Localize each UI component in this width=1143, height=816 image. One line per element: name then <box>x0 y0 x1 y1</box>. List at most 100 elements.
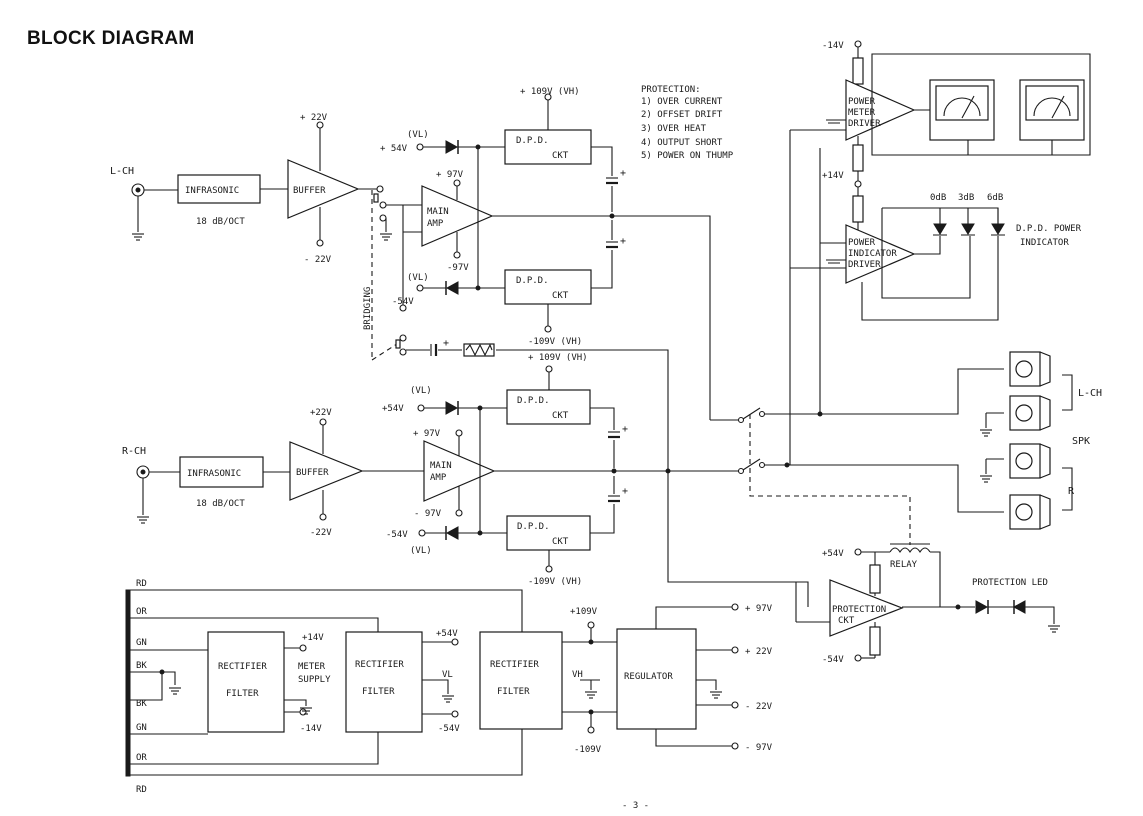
svg-text:-22V: -22V <box>310 528 332 538</box>
svg-text:(VL): (VL) <box>410 386 432 396</box>
svg-text:+: + <box>622 486 628 497</box>
svg-text:MAIN: MAIN <box>430 461 452 471</box>
svg-text:DRIVER: DRIVER <box>848 119 881 129</box>
svg-text:+22V: +22V <box>310 408 332 418</box>
svg-text:OR: OR <box>136 753 147 763</box>
svg-text:SUPPLY: SUPPLY <box>298 675 331 685</box>
dpd-circuit-l-lower <box>504 269 592 305</box>
dpd-circuit-r-upper <box>506 389 591 425</box>
svg-text:RECTIFIER: RECTIFIER <box>218 662 267 672</box>
svg-text:-54V: -54V <box>386 530 408 540</box>
svg-text:METER: METER <box>298 662 326 672</box>
svg-text:POWER: POWER <box>848 97 876 107</box>
svg-text:-14V: -14V <box>822 41 844 51</box>
svg-text:INFRASONIC: INFRASONIC <box>187 469 241 479</box>
svg-text:CKT: CKT <box>838 616 855 626</box>
svg-text:+ 97V: + 97V <box>745 604 773 614</box>
bridging-label: BRIDGING <box>363 287 373 330</box>
r-ch-label: R-CH <box>122 446 146 457</box>
dpd-circuit-l-upper <box>504 129 592 165</box>
resistor-symbol <box>869 626 881 656</box>
svg-text:+ 109V (VH): + 109V (VH) <box>528 353 588 363</box>
svg-text:+14V: +14V <box>822 171 844 181</box>
svg-text:-109V: -109V <box>574 745 602 755</box>
svg-text:-109V (VH): -109V (VH) <box>528 337 582 347</box>
svg-text:-97V: -97V <box>447 263 469 273</box>
svg-text:3dB: 3dB <box>958 193 974 203</box>
level-meter-l <box>929 79 995 141</box>
svg-text:GN: GN <box>136 638 147 648</box>
svg-text:BK: BK <box>136 699 147 709</box>
svg-text:AMP: AMP <box>430 473 447 483</box>
svg-text:-54V: -54V <box>438 724 460 734</box>
rectifier-vl <box>345 631 423 733</box>
svg-text:R: R <box>1068 486 1075 497</box>
transformer-core <box>125 589 131 777</box>
svg-text:(VL): (VL) <box>410 546 432 556</box>
power-indicator-driver <box>845 224 916 284</box>
protection-item: 2) OFFSET DRIFT <box>641 110 723 120</box>
led-3db <box>961 223 975 235</box>
svg-text:BUFFER: BUFFER <box>296 468 329 478</box>
svg-text:(VL): (VL) <box>407 130 429 140</box>
ground-symbol <box>131 233 145 241</box>
voltage-label: - 22V <box>304 255 332 265</box>
protection-item: 4) OUTPUT SHORT <box>641 138 723 148</box>
resistor-symbol <box>869 564 881 594</box>
svg-text:+54V: +54V <box>822 549 844 559</box>
buffer-label: BUFFER <box>293 186 326 196</box>
svg-text:-54V: -54V <box>822 655 844 665</box>
svg-text:-54V: -54V <box>392 297 414 307</box>
svg-text:- 97V: - 97V <box>745 743 773 753</box>
svg-text:POWER: POWER <box>848 238 876 248</box>
resistor-symbol <box>852 144 864 172</box>
voltage-label: + 22V <box>300 113 328 123</box>
power-supply-section: RD OR GN BK BK GN OR RD RECTIFIER FILTER… <box>125 579 773 795</box>
svg-text:VH: VH <box>572 670 583 680</box>
resistor-symbol <box>852 57 864 85</box>
svg-text:REGULATOR: REGULATOR <box>624 672 673 682</box>
svg-text:0dB: 0dB <box>930 193 946 203</box>
protection-item: 3) OVER HEAT <box>641 124 707 134</box>
speaker-terminal <box>1009 443 1051 479</box>
svg-text:FILTER: FILTER <box>362 687 395 697</box>
svg-text:D.P.D.: D.P.D. <box>516 276 549 286</box>
svg-text:RD: RD <box>136 579 147 589</box>
infrasonic-filter-l <box>177 174 261 204</box>
svg-text:SPK: SPK <box>1072 436 1090 447</box>
svg-text:AMP: AMP <box>427 219 444 229</box>
svg-text:D.P.D.: D.P.D. <box>517 396 550 406</box>
page-title: BLOCK DIAGRAM <box>27 28 195 49</box>
slope-label: 18 dB/OCT <box>196 217 245 227</box>
svg-text:-109V (VH): -109V (VH) <box>528 577 582 587</box>
infrasonic-filter-r <box>179 456 264 488</box>
svg-text:+109V: +109V <box>570 607 598 617</box>
infrasonic-label: INFRASONIC <box>185 186 239 196</box>
svg-text:GN: GN <box>136 723 147 733</box>
svg-text:D.P.D. POWER: D.P.D. POWER <box>1016 224 1082 234</box>
protection-circuit: +54V RELAY PROTECTION CKT -54V PROTECTIO… <box>795 543 1061 665</box>
svg-text:CKT: CKT <box>552 151 569 161</box>
svg-text:(VL): (VL) <box>407 273 429 283</box>
svg-text:6dB: 6dB <box>987 193 1003 203</box>
svg-text:RELAY: RELAY <box>890 560 918 570</box>
svg-text:MAIN: MAIN <box>427 207 449 217</box>
buffer-amp-l <box>287 159 360 219</box>
svg-text:+ 22V: + 22V <box>745 647 773 657</box>
svg-text:-14V: -14V <box>300 724 322 734</box>
svg-text:CKT: CKT <box>552 291 569 301</box>
protection-item: 5) POWER ON THUMP <box>641 151 734 161</box>
svg-text:+: + <box>620 236 626 247</box>
protection-ckt <box>829 579 904 637</box>
svg-text:+ 54V: + 54V <box>380 144 408 154</box>
svg-text:RD: RD <box>136 785 147 795</box>
speaker-terminal <box>1009 395 1051 431</box>
svg-text:PROTECTION LED: PROTECTION LED <box>972 578 1048 588</box>
svg-text:INDICATOR: INDICATOR <box>1020 238 1069 248</box>
power-meter-section: -14V POWER METER DRIVER +14V POWER INDIC… <box>789 40 1091 465</box>
r-ch-channel: R-CH INFRASONIC 18 dB/OCT BUFFER +22V -2… <box>122 353 809 607</box>
svg-text:+14V: +14V <box>302 633 324 643</box>
svg-text:RECTIFIER: RECTIFIER <box>355 660 404 670</box>
svg-text:+54V: +54V <box>436 629 458 639</box>
